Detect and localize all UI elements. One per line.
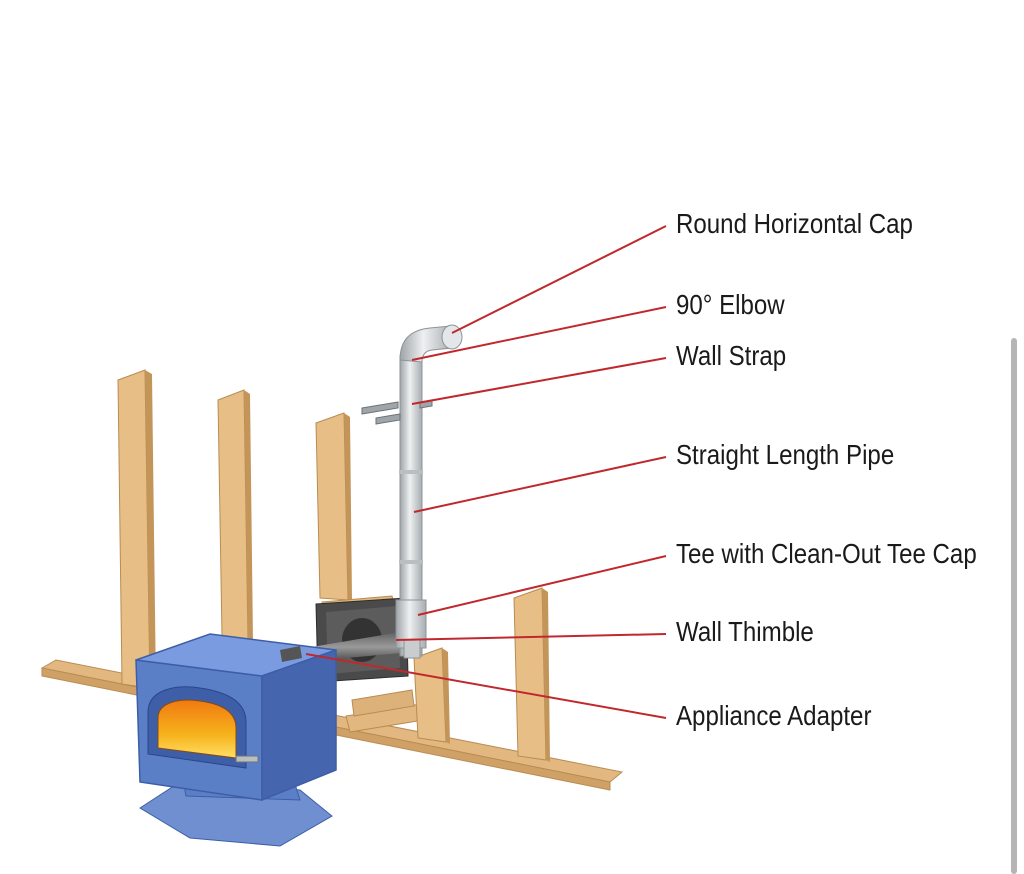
vertical-scrollbar[interactable] xyxy=(1011,338,1017,874)
leader-round-horizontal-cap xyxy=(451,225,667,334)
leader-appliance-adapter xyxy=(305,653,667,719)
label-90-elbow: 90° Elbow xyxy=(676,289,785,320)
leader-wall-thimble xyxy=(395,633,667,641)
label-tee-with-clean-out-tee-cap: Tee with Clean-Out Tee Cap xyxy=(676,538,977,569)
label-straight-length-pipe: Straight Length Pipe xyxy=(676,439,895,470)
leader-straight-length-pipe xyxy=(413,456,667,513)
leader-90-elbow xyxy=(411,306,667,361)
label-wall-strap: Wall Strap xyxy=(676,340,787,371)
label-wall-thimble: Wall Thimble xyxy=(676,616,814,647)
wood-stove-icon xyxy=(135,633,337,847)
label-appliance-adapter: Appliance Adapter xyxy=(676,700,872,731)
label-round-horizontal-cap: Round Horizontal Cap xyxy=(676,208,913,239)
leader-lines xyxy=(305,225,667,719)
leader-wall-strap xyxy=(411,357,667,405)
leader-tee-clean-out xyxy=(417,555,667,616)
